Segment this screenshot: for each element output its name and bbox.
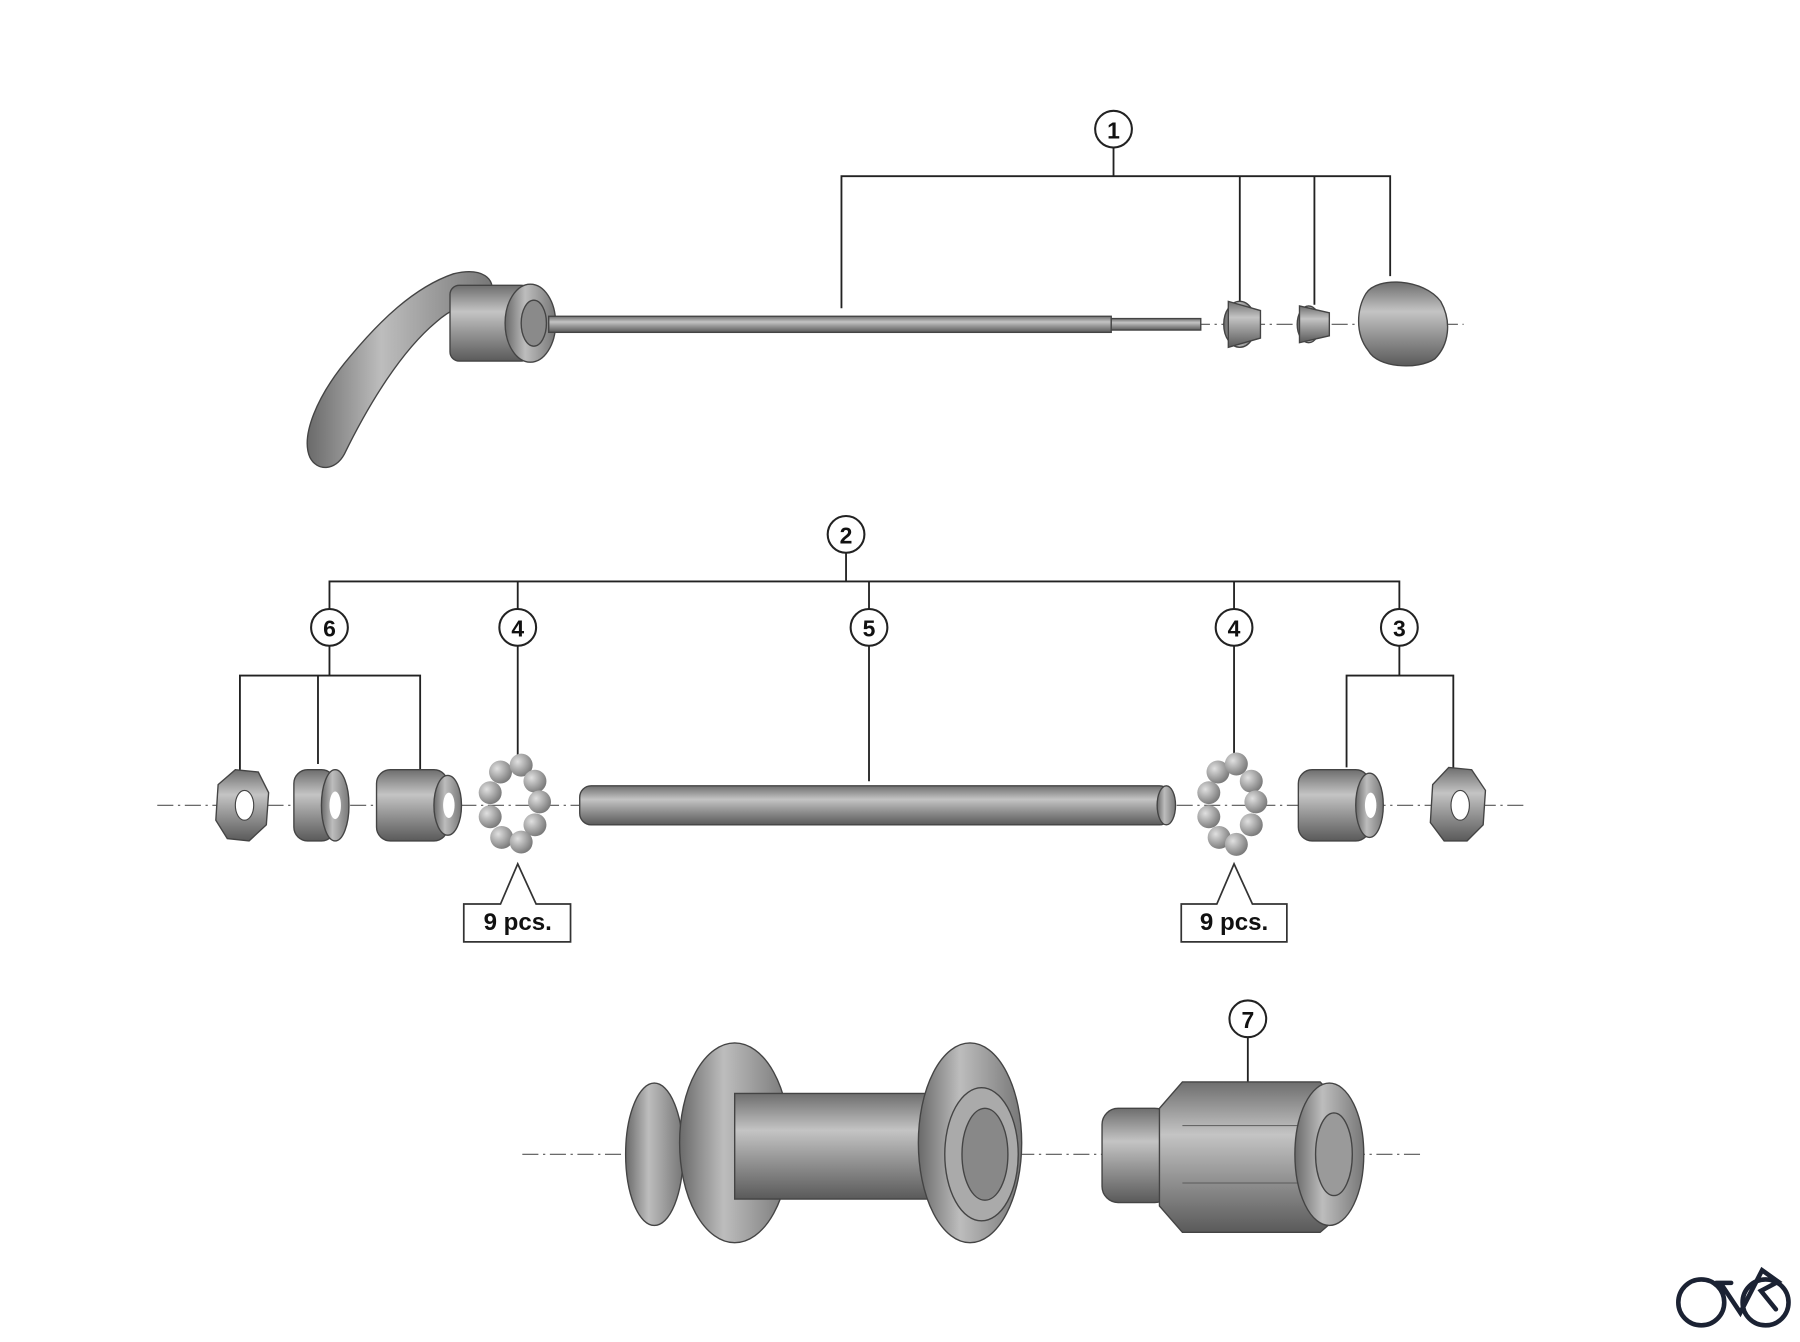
svg-text:4: 4 [511,616,524,642]
quantity-label-left: 9 pcs. [462,861,572,943]
hub-shell [624,1042,1023,1244]
svg-text:9 pcs.: 9 pcs. [484,909,552,936]
lock-nut-left [215,769,270,842]
hub-body-assembly: 7 [522,999,1422,1244]
callout-6: 6 [310,607,349,647]
ball-bearings-right [1197,752,1268,856]
skewer-spring-1 [1223,300,1262,349]
quick-release-assembly: 1 [306,109,1464,469]
washer-left [293,769,350,842]
svg-text:3: 3 [1393,616,1406,642]
cone-left [375,769,463,842]
skewer-spring-2 [1296,305,1331,344]
svg-text:4: 4 [1228,616,1241,642]
callout-1: 1 [1094,109,1133,149]
skewer-rod [548,315,1112,334]
svg-text:9 pcs.: 9 pcs. [1200,909,1268,936]
skewer-adjusting-nut [1358,281,1449,367]
svg-text:1: 1 [1107,117,1120,143]
hub-axle [579,785,1177,826]
svg-text:7: 7 [1241,1007,1254,1033]
bike-logo [1676,1266,1791,1328]
svg-text:6: 6 [323,616,336,642]
svg-text:2: 2 [840,523,853,549]
axle-assembly: 2 6 4 5 4 3 [157,514,1525,943]
callout-7: 7 [1228,999,1268,1039]
cone-right [1297,769,1384,842]
ball-bearings-left [478,753,552,854]
svg-text:5: 5 [863,616,876,642]
quantity-label-right: 9 pcs. [1180,861,1288,943]
lock-nut-right [1429,766,1487,842]
callout-3: 3 [1379,607,1419,647]
callout-4-right: 4 [1214,607,1254,647]
callout-5: 5 [849,607,889,647]
callout-4-left: 4 [498,607,538,647]
freehub-body [1101,1081,1365,1234]
callout-2: 2 [826,514,866,554]
